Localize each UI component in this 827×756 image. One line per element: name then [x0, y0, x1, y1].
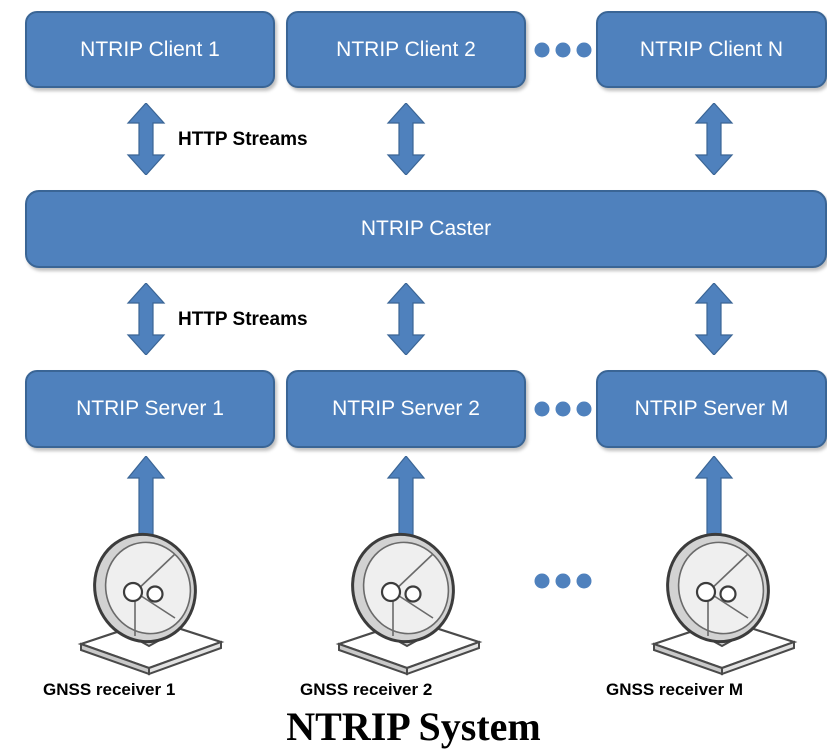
ntrip-client-1-box: NTRIP Client 1 — [25, 11, 275, 88]
ntrip-client-n-box: NTRIP Client N — [596, 11, 827, 88]
stream-double-arrow — [694, 283, 734, 355]
ntrip-server-1-box: NTRIP Server 1 — [25, 370, 275, 448]
receiver-ellipsis-dots — [532, 571, 594, 591]
stream-double-arrow — [386, 103, 426, 175]
stream-double-arrow — [126, 283, 166, 355]
ntrip-caster-box: NTRIP Caster — [25, 190, 827, 268]
diagram-title: NTRIP System — [286, 704, 541, 749]
satellite-dish-icon — [333, 526, 483, 676]
satellite-dish-icon — [648, 526, 798, 676]
gnss-receiver-1-label: GNSS receiver 1 — [43, 680, 176, 699]
gnss-receiver-m-label: GNSS receiver M — [606, 680, 744, 699]
ntrip-server-2-box: NTRIP Server 2 — [286, 370, 526, 448]
stream-double-arrow — [386, 283, 426, 355]
server-ellipsis-dots — [532, 399, 594, 419]
stream-double-arrow — [694, 103, 734, 175]
stream-double-arrow — [126, 103, 166, 175]
ntrip-server-m-box: NTRIP Server M — [596, 370, 827, 448]
satellite-dish-icon — [75, 526, 225, 676]
http-streams-lower-label: HTTP Streams — [178, 309, 308, 330]
gnss-receiver-2-label: GNSS receiver 2 — [300, 680, 433, 699]
ntrip-client-2-box: NTRIP Client 2 — [286, 11, 526, 88]
http-streams-upper-label: HTTP Streams — [178, 129, 308, 150]
client-ellipsis-dots — [532, 40, 594, 60]
